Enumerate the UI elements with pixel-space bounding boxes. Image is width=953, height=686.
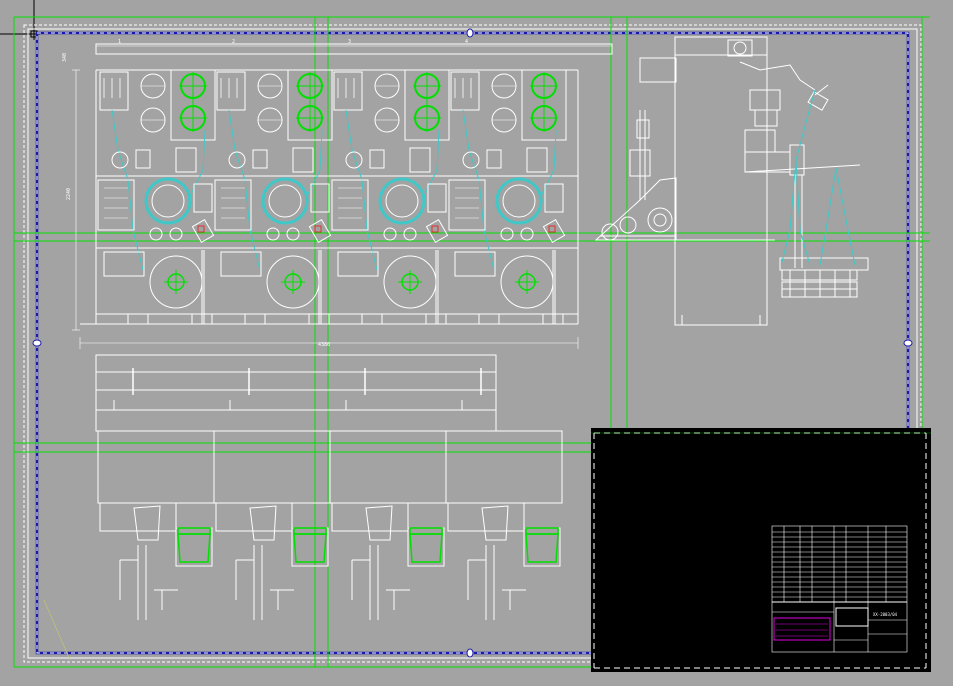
creel-position [97, 368, 215, 620]
dim-mark-2: 2 [232, 39, 235, 45]
side-view [594, 36, 869, 326]
dimension-lines [72, 45, 612, 349]
title-block: XX-2003/04 [591, 428, 931, 672]
plan-view [95, 354, 563, 620]
creel-position [213, 368, 331, 620]
dim-left-height: 2240 [66, 188, 72, 200]
side-view-threads [781, 89, 856, 266]
ucs-icon [0, 0, 40, 40]
spindle-unit [331, 69, 450, 325]
title-table [771, 525, 908, 653]
guide-diagonal [43, 599, 71, 661]
dim-mark-4: 4 [465, 39, 468, 45]
front-view [80, 43, 613, 325]
spindle-unit [448, 69, 567, 325]
dim-top-left: 340 [62, 53, 68, 62]
creel-position [329, 368, 447, 620]
spindle-unit [214, 69, 333, 325]
dim-overall-width: 4380 [318, 342, 330, 348]
dim-mark-1: 1 [118, 39, 121, 45]
dim-mark-3: 3 [348, 39, 351, 45]
spindle-unit [97, 69, 216, 325]
creel-position [445, 368, 563, 620]
drawing-number: XX-2003/04 [873, 612, 898, 617]
dimensions: 340 2240 4380 1 2 3 4 [62, 39, 468, 348]
border-grips[interactable] [32, 28, 913, 658]
